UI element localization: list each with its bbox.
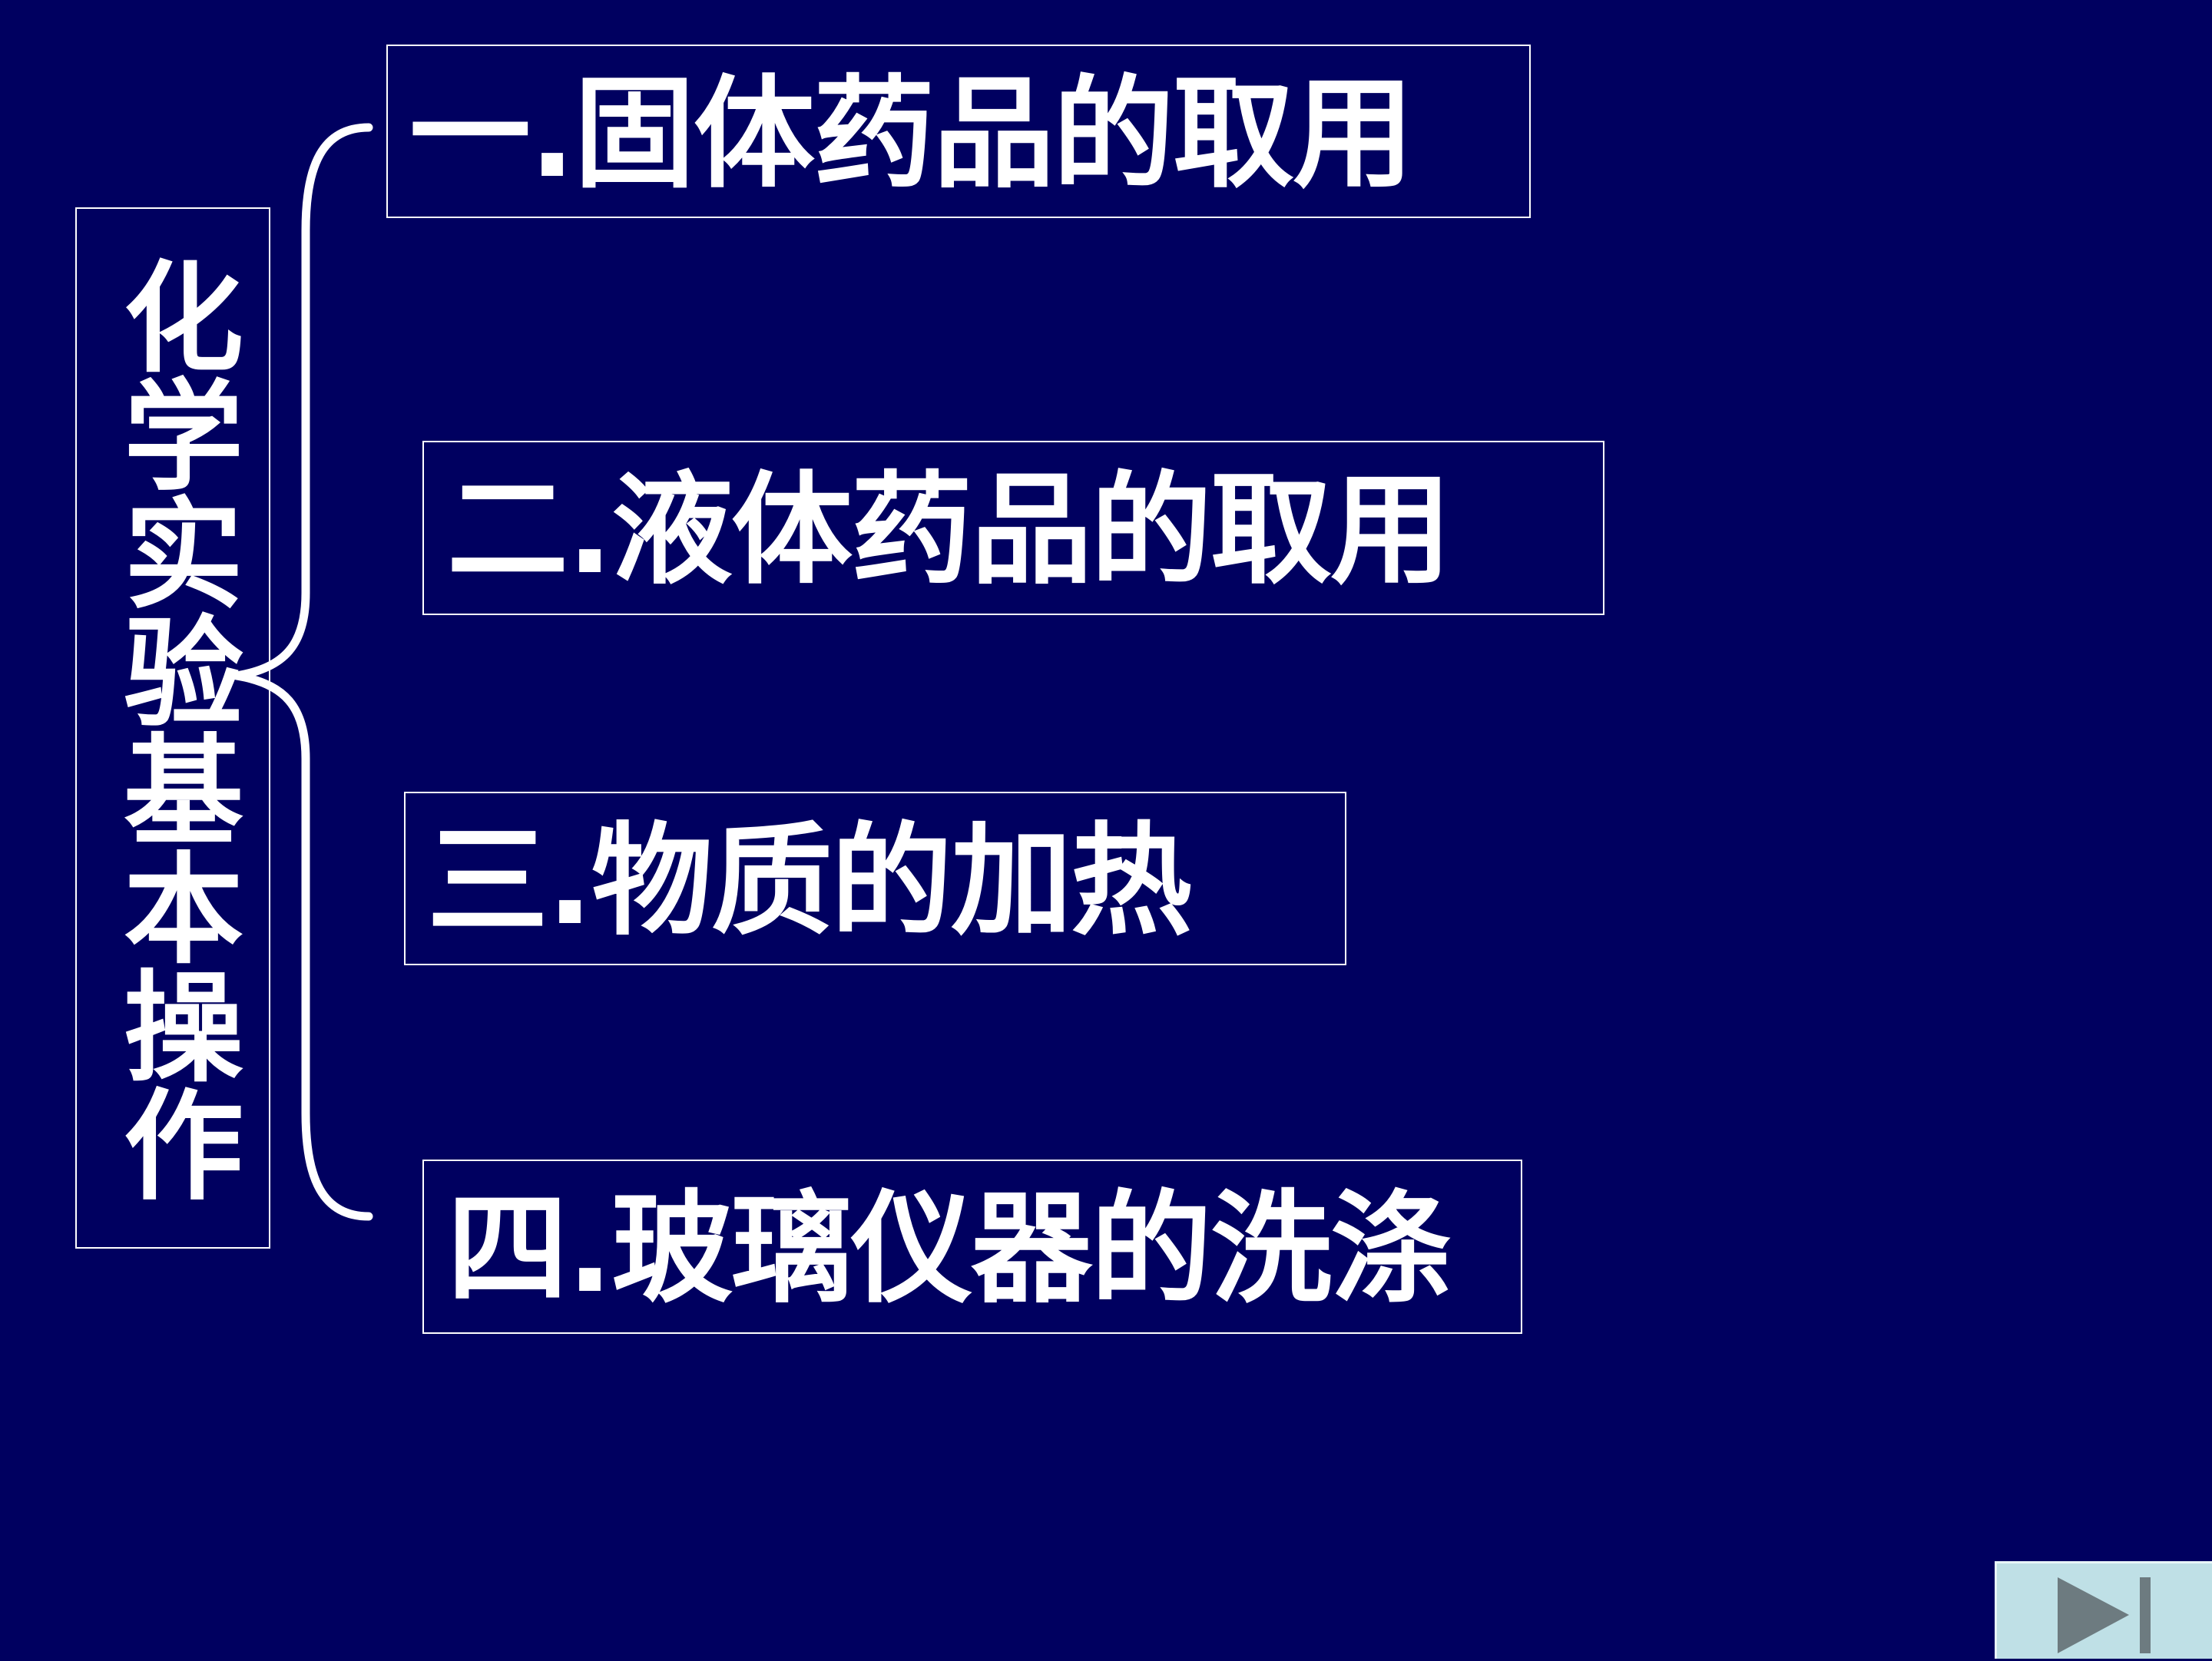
item-box-4[interactable] — [422, 1160, 1522, 1334]
slide-title: 化学实验基本操作 — [103, 255, 243, 1201]
next-slide-button[interactable] — [1995, 1561, 2212, 1659]
item-label-4: 四.玻璃仪器的洗涤 — [447, 1179, 1452, 1320]
play-next-icon — [2058, 1577, 2151, 1653]
item-box-2[interactable] — [422, 441, 1604, 615]
item-label-3: 三.物质的加热 — [427, 811, 1192, 952]
item-label-1: 一.固体药品的取用 — [409, 64, 1414, 205]
item-box-3[interactable] — [404, 792, 1346, 965]
title-box: 化学实验基本操作 — [75, 207, 270, 1249]
item-label-2: 二.液体药品的取用 — [447, 460, 1452, 601]
item-box-1[interactable] — [386, 45, 1531, 218]
